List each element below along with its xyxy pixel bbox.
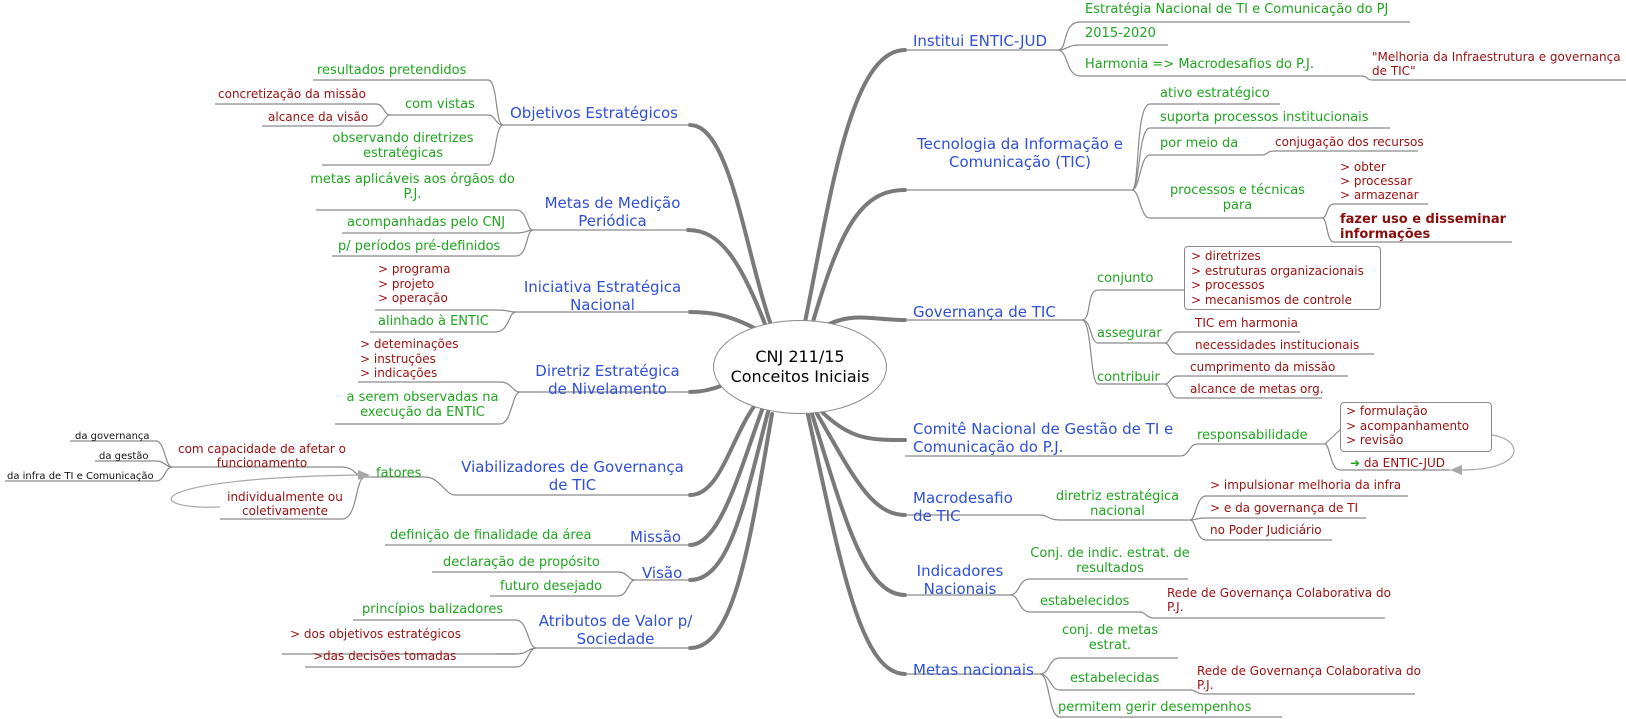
node-resultados-pretendidos[interactable]: resultados pretendidos: [317, 63, 467, 78]
node-alcance-visao[interactable]: alcance da visão: [268, 110, 369, 124]
topic-indicadores-nacionais[interactable]: Indicadores Nacionais: [916, 562, 1004, 598]
node-acompanhadas-cnj[interactable]: acompanhadas pelo CNJ: [347, 215, 506, 230]
node-concretizacao-missao[interactable]: concretização da missão: [218, 87, 367, 101]
node-conjunto-box: [1184, 246, 1381, 310]
node-tic-em-harmonia[interactable]: TIC em harmonia: [1195, 316, 1298, 330]
node-estabelecidos[interactable]: estabelecidos: [1040, 594, 1130, 609]
node-ativo-estrategico[interactable]: ativo estratégico: [1160, 86, 1270, 101]
node-necessidades-institucionais[interactable]: necessidades institucionais: [1195, 338, 1360, 352]
node-da-governanca[interactable]: da governança: [75, 431, 150, 442]
node-determinacoes-list[interactable]: > deteminações > instruções > indicações: [360, 337, 459, 381]
node-contribuir[interactable]: contribuir: [1097, 370, 1160, 385]
node-alcance-metas[interactable]: alcance de metas org.: [1190, 382, 1324, 396]
node-cumprimento-missao[interactable]: cumprimento da missão: [1190, 360, 1336, 374]
node-estabelecidas[interactable]: estabelecidas: [1070, 671, 1160, 686]
node-futuro-desejado[interactable]: futuro desejado: [500, 579, 603, 594]
node-declaracao-proposito[interactable]: declaração de propósito: [443, 555, 600, 570]
node-por-meio-da[interactable]: por meio da: [1160, 136, 1239, 151]
central-topic-line2: Conceitos Iniciais: [730, 367, 870, 386]
topic-governanca-tic[interactable]: Governança de TIC: [913, 303, 1056, 321]
topic-visao[interactable]: Visão: [642, 564, 683, 582]
node-da-infra[interactable]: da infra de TI e Comunicação: [7, 471, 154, 482]
node-periodos-pre-definidos[interactable]: p/ períodos pré-definidos: [338, 239, 501, 254]
node-conj-indic[interactable]: Conj. de indic. estrat. de resultados: [1030, 546, 1190, 577]
node-e-da-governanca[interactable]: > e da governança de TI: [1210, 501, 1359, 515]
node-fatores[interactable]: fatores: [376, 466, 422, 481]
node-2015-2020[interactable]: 2015-2020: [1085, 26, 1156, 41]
node-com-vistas[interactable]: com vistas: [405, 97, 475, 112]
node-melhoria-infra[interactable]: "Melhoria da Infraestrutura e governança…: [1372, 50, 1621, 79]
node-rede-governanca-metas[interactable]: Rede de Governança Colaborativa do P.J.: [1197, 664, 1421, 693]
arrow-right-icon: ➜: [1350, 456, 1361, 470]
node-a-serem-observadas[interactable]: a serem observadas na execução da ENTIC: [346, 390, 499, 421]
node-rede-governanca-indic[interactable]: Rede de Governança Colaborativa do P.J.: [1167, 586, 1391, 615]
node-conj-metas[interactable]: conj. de metas estrat.: [1061, 623, 1159, 654]
topic-tic[interactable]: Tecnologia da Informação e Comunicação (…: [917, 135, 1123, 171]
node-formulacao-list[interactable]: > formulação > acompanhamento > revisão: [1346, 404, 1470, 448]
topic-institui[interactable]: Institui ENTIC-JUD: [913, 32, 1048, 50]
node-da-entic-jud[interactable]: ➜ da ENTIC-JUD: [1350, 456, 1445, 470]
node-estrategia-nacional[interactable]: Estratégia Nacional de TI e Comunicação …: [1085, 2, 1389, 17]
topic-missao[interactable]: Missão: [630, 528, 682, 546]
topic-diretriz-nivelamento[interactable]: Diretriz Estratégica de Nivelamento: [535, 362, 680, 398]
topic-comite-nacional[interactable]: Comitê Nacional de Gestão de TI e Comuni…: [913, 420, 1174, 456]
node-processos-tecnicas[interactable]: processos e técnicas para: [1170, 183, 1305, 214]
central-topic[interactable]: CNJ 211/15 Conceitos Iniciais: [713, 320, 887, 414]
node-diretriz-estrategica-nacional[interactable]: diretriz estratégica nacional: [1055, 489, 1180, 520]
node-no-poder-judiciario[interactable]: no Poder Judiciário: [1210, 523, 1322, 537]
topic-objetivos-estrategicos[interactable]: Objetivos Estratégicos: [510, 104, 678, 122]
node-individualmente-coletivamente[interactable]: individualmente ou coletivamente: [227, 490, 343, 519]
node-principios-balizadores[interactable]: princípios balizadores: [362, 602, 504, 617]
node-harmonia[interactable]: Harmonia => Macrodesafios do P.J.: [1085, 57, 1314, 72]
node-observando-diretrizes[interactable]: observando diretrizes estratégicas: [332, 131, 474, 162]
node-assegurar[interactable]: assegurar: [1097, 326, 1162, 341]
node-metas-aplicaveis[interactable]: metas aplicáveis aos órgãos do P.J.: [310, 172, 515, 203]
node-alinhado-entic[interactable]: alinhado à ENTIC: [378, 314, 489, 329]
topic-metas-nacionais[interactable]: Metas nacionais: [913, 661, 1034, 679]
node-dos-objetivos[interactable]: > dos objetivos estratégicos: [290, 627, 461, 641]
node-da-gestao[interactable]: da gestão: [99, 451, 149, 462]
topic-atributos-valor[interactable]: Atributos de Valor p/ Sociedade: [538, 612, 693, 648]
node-capacidade-afetar[interactable]: com capacidade de afetar o funcionamento: [177, 442, 346, 471]
node-conjugacao-recursos[interactable]: conjugação dos recursos: [1275, 135, 1424, 149]
node-suporta-processos[interactable]: suporta processos institucionais: [1160, 110, 1369, 125]
topic-metas-medicao[interactable]: Metas de Medição Periódica: [544, 194, 681, 230]
node-programa-projeto-operacao[interactable]: > programa > projeto > operação: [378, 262, 451, 306]
node-formulacao-box: [1340, 402, 1492, 452]
node-definicao-finalidade[interactable]: definição de finalidade da área: [390, 528, 592, 543]
topic-viabilizadores[interactable]: Viabilizadores de Governança de TIC: [461, 458, 684, 494]
node-obter-processar-armazenar[interactable]: > obter > processar > armazenar: [1340, 160, 1419, 203]
node-fazer-uso-disseminar[interactable]: fazer uso e disseminar informações: [1340, 212, 1507, 243]
node-impulsionar-melhoria[interactable]: > impulsionar melhoria da infra: [1210, 478, 1402, 492]
topic-iniciativa-estrategica[interactable]: Iniciativa Estratégica Nacional: [523, 278, 682, 314]
node-responsabilidade[interactable]: responsabilidade: [1197, 428, 1308, 443]
node-diretrizes-list[interactable]: > diretrizes > estruturas organizacionai…: [1191, 249, 1364, 307]
node-conjunto[interactable]: conjunto: [1097, 271, 1154, 286]
topic-macrodesafio[interactable]: Macrodesafio de TIC: [913, 489, 1013, 525]
node-das-decisoes[interactable]: >das decisões tomadas: [313, 649, 457, 663]
central-topic-line1: CNJ 211/15: [755, 347, 845, 366]
node-permitem-gerir[interactable]: permitem gerir desempenhos: [1058, 700, 1252, 715]
node-da-entic-jud-label: da ENTIC-JUD: [1363, 456, 1446, 470]
